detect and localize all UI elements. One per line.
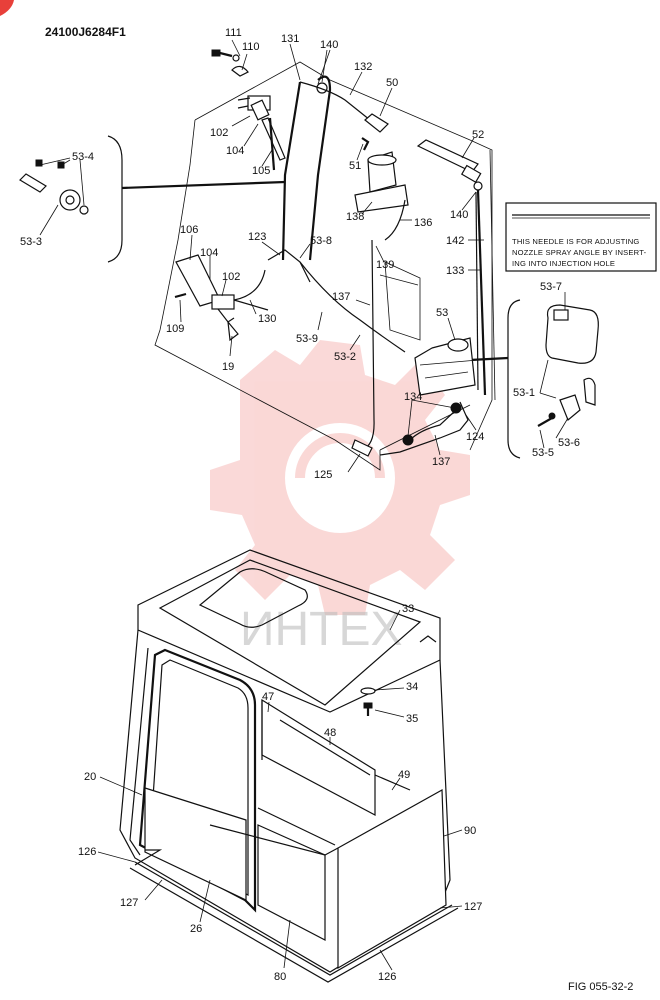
detail-53-1 (537, 304, 599, 427)
wiper-motor-lower (174, 254, 269, 342)
callout-102: 102 (222, 271, 240, 283)
wiper-arm-131 (281, 81, 302, 261)
callout-48: 48 (324, 727, 336, 739)
callout-126: 126 (78, 846, 96, 858)
hose-124 (379, 401, 469, 456)
callout-109: 109 (166, 323, 184, 335)
left-detail-leader (121, 180, 286, 190)
callout-53-7: 53-7 (540, 281, 562, 293)
bracket-125 (351, 439, 373, 457)
callout-50: 50 (386, 77, 398, 89)
callout-52: 52 (472, 129, 484, 141)
callout-131: 131 (281, 33, 299, 45)
cable-136 (384, 199, 406, 241)
note-line-3: ING INTO INJECTION HOLE (512, 259, 615, 268)
callout-130: 130 (258, 313, 276, 325)
note-line-2: NOZZLE SPRAY ANGLE BY INSERT- (512, 248, 647, 257)
callout-110: 110 (242, 41, 260, 53)
callout-132: 132 (354, 61, 372, 73)
callout-138: 138 (346, 211, 364, 223)
callout-20: 20 (84, 771, 96, 783)
callout-80: 80 (274, 971, 286, 983)
right-detail-leader (469, 356, 509, 362)
callout-134: 134 (404, 391, 422, 403)
callout-136: 136 (414, 217, 432, 229)
cab-body (119, 629, 451, 973)
beacon-lamp (354, 151, 409, 213)
roof-hook (419, 635, 437, 643)
callout-127: 127 (464, 901, 482, 913)
floor-mat-126 (129, 849, 459, 983)
hose-142 (476, 189, 487, 396)
right-detail-bracket (507, 299, 521, 459)
callout-53-9: 53-9 (296, 333, 318, 345)
cable-130 (233, 269, 266, 301)
nozzle-50 (364, 113, 389, 133)
callout-19: 19 (222, 361, 234, 373)
callout-53-2: 53-2 (334, 351, 356, 363)
callout-53-4: 53-4 (72, 151, 94, 163)
watermark-text: ИНТЕХ (240, 603, 403, 656)
callout-102: 102 (210, 127, 228, 139)
callout-142: 142 (446, 235, 464, 247)
cable-137-a (299, 261, 406, 353)
callout-53-8: 53-8 (310, 235, 332, 247)
note-box: THIS NEEDLE IS FOR ADJUSTING NOZZLE SPRA… (505, 202, 657, 272)
hose-132 (299, 81, 371, 121)
callout-47: 47 (262, 691, 274, 703)
callout-53-6: 53-6 (558, 437, 580, 449)
callout-53-3: 53-3 (20, 236, 42, 248)
callout-53: 53 (436, 307, 448, 319)
tank-cover-139 (379, 261, 421, 341)
callout-53-5: 53-5 (532, 447, 554, 459)
callout-104: 104 (226, 145, 244, 157)
callout-106: 106 (180, 224, 198, 236)
callout-127: 127 (120, 897, 138, 909)
callout-34: 34 (406, 681, 418, 693)
left-detail-bracket (107, 135, 123, 263)
callout-111: 111 (225, 27, 242, 39)
note-line-1: THIS NEEDLE IS FOR ADJUSTING (512, 237, 640, 246)
callout-124: 124 (466, 431, 484, 443)
callout-140: 140 (450, 209, 468, 221)
callout-137: 137 (432, 456, 450, 468)
nozzle-52 (416, 139, 482, 184)
callout-123: 123 (248, 231, 266, 243)
wiper-arm-140 (308, 75, 332, 261)
clamp-134 (402, 402, 462, 446)
harness-123 (267, 249, 311, 283)
detail-53-3 (19, 159, 89, 215)
callout-51: 51 (349, 160, 361, 172)
callout-137: 137 (332, 291, 350, 303)
callout-125: 125 (314, 469, 332, 481)
document-code: 24100J6284F1 (45, 25, 126, 39)
callout-139: 139 (376, 259, 394, 271)
callout-105: 105 (252, 165, 270, 177)
callout-140: 140 (320, 39, 338, 51)
callout-49: 49 (398, 769, 410, 781)
callout-133: 133 (446, 265, 464, 277)
callout-26: 26 (190, 923, 202, 935)
callout-35: 35 (406, 713, 418, 725)
washer-tank-53 (414, 337, 479, 396)
corner-tab (0, 0, 14, 16)
screw-51 (361, 137, 370, 151)
bolt-34-35 (360, 687, 376, 716)
callout-labels: 111 110 131 140 132 50 102 104 105 51 52… (20, 27, 580, 983)
hose-133 (475, 191, 479, 391)
callout-126: 126 (378, 971, 396, 983)
wiper-motor-upper (237, 95, 286, 171)
callout-90: 90 (464, 825, 476, 837)
callout-104: 104 (200, 247, 218, 259)
bolt-111 (211, 49, 249, 77)
leader-lines (39, 39, 569, 971)
figure-code: FIG 055-32-2 (568, 981, 633, 993)
callout-33: 33 (402, 603, 414, 615)
callout-53-1: 53-1 (513, 387, 535, 399)
